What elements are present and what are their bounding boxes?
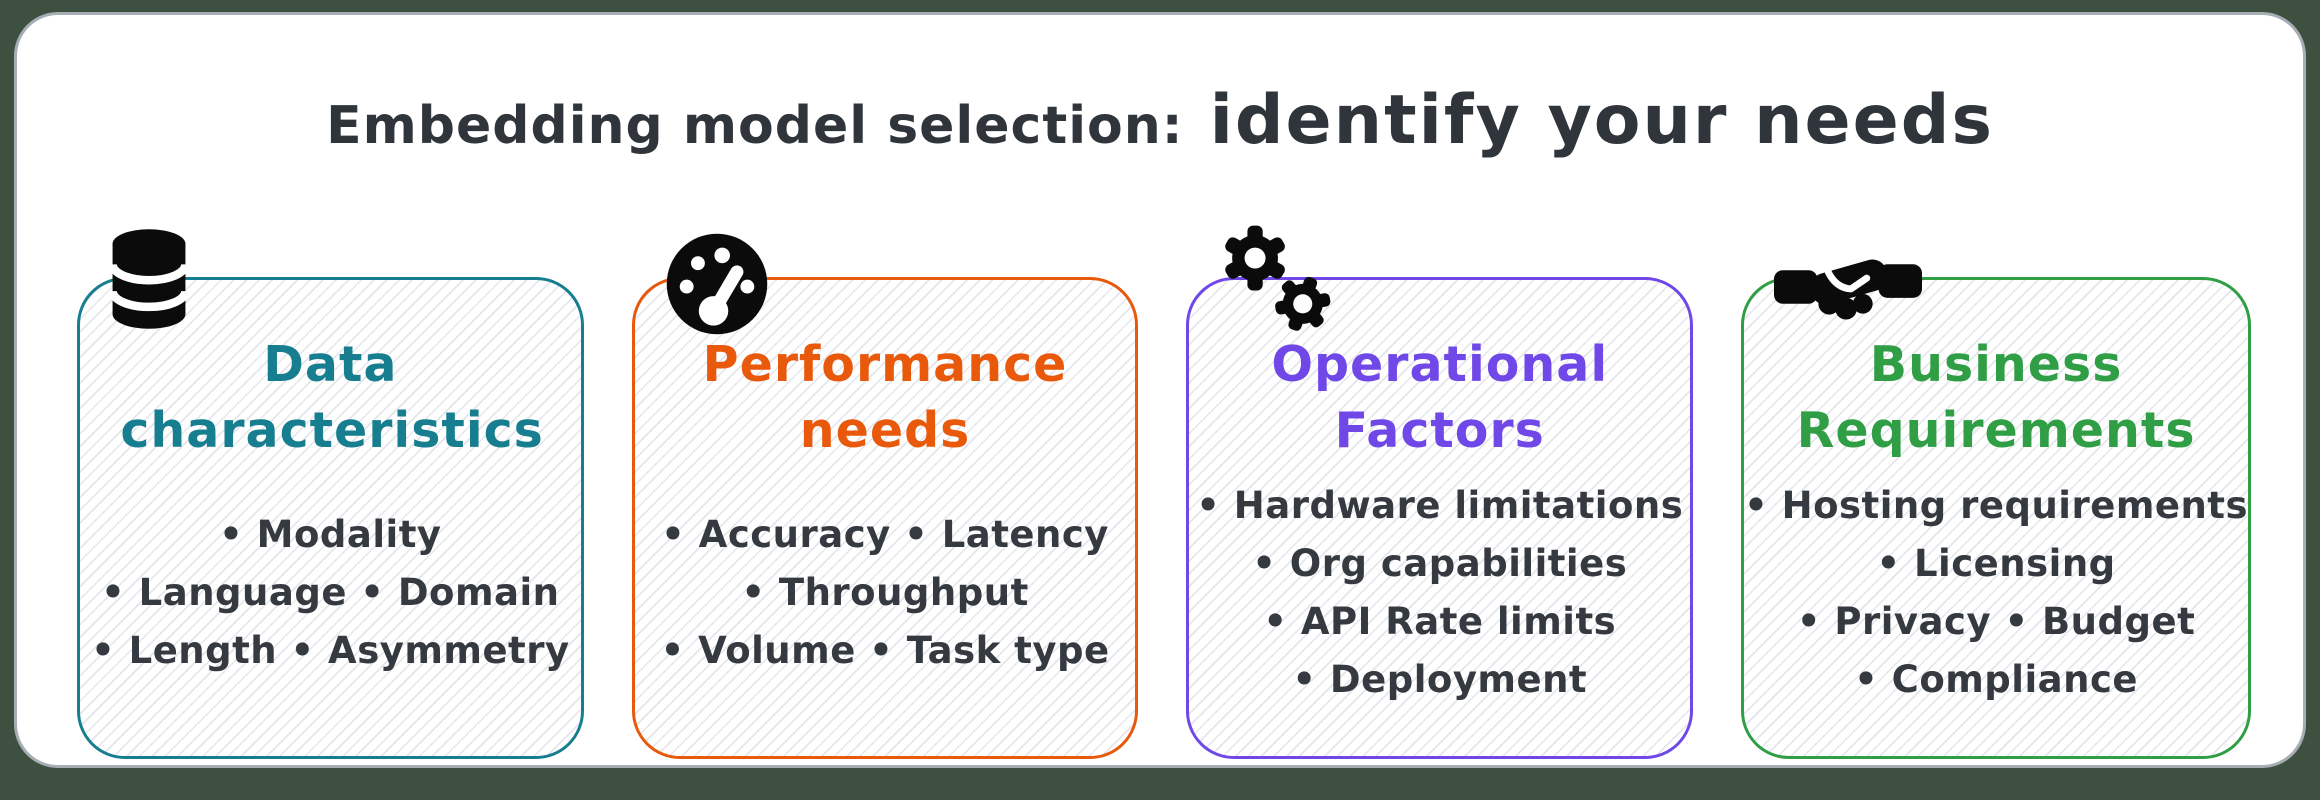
bullet-line: • Language • Domain	[101, 571, 560, 615]
bullet-line: • Modality	[219, 512, 442, 556]
card-title: Data characteristics	[120, 336, 544, 460]
bullet-line: • Volume • Task type	[660, 629, 1110, 673]
card-title: Business Requirements	[1796, 336, 2196, 460]
bullet-line: • Compliance	[1854, 658, 2138, 702]
bullet-line: • Deployment	[1292, 658, 1588, 702]
bullet-line: • Org capabilities	[1252, 541, 1628, 585]
card-bullet-list: • Hardware limitations • Org capabilities…	[1196, 464, 1683, 756]
business-requirements-box: Business Requirements • Hosting requirem…	[1741, 259, 2252, 759]
card-title: Performance needs	[702, 336, 1068, 460]
performance-needs-box: Performance needs • Accuracy • Latency• …	[631, 233, 1139, 759]
canvas-card: Embedding model selection: identify your…	[14, 12, 2306, 768]
bullet-line: • Privacy • Budget	[1796, 600, 2196, 644]
handshake-icon	[1774, 240, 1923, 334]
card-title: Operational Factors	[1271, 336, 1609, 460]
bullet-line: • Hosting requirements	[1744, 483, 2249, 527]
data-characteristics-box: Data characteristics • Modality • Languag…	[77, 229, 584, 759]
card-bullet-list: • Modality • Language • Domain • Length • …	[91, 464, 570, 756]
database-icon	[108, 228, 190, 334]
bullet-line: • Length • Asymmetry	[91, 629, 570, 673]
diagram-title: Embedding model selection: identify your…	[17, 81, 2303, 160]
card-bullet-list: • Hosting requirements • Licensing • Priva…	[1744, 464, 2248, 756]
title-emphasis: identify your needs	[1209, 81, 1994, 160]
operational-factors-box: Operational Factors • Hardware limitatio…	[1186, 225, 1694, 759]
card-bullet-list: • Accuracy • Latency • Throughput • Volume…	[661, 464, 1110, 756]
needs-boxes-row: Data characteristics • Modality • Languag…	[77, 225, 2252, 759]
speedometer-icon	[665, 232, 769, 340]
bullet-line: • Licensing	[1876, 541, 2116, 585]
bullet-line: • Accuracy • Latency	[661, 512, 1109, 556]
title-prefix: Embedding model selection:	[326, 96, 1184, 156]
gears-icon	[1215, 218, 1339, 346]
bullet-line: • Hardware limitations	[1196, 483, 1684, 527]
bullet-line: • API Rate limits	[1263, 600, 1617, 644]
bullet-line: • Throughput	[741, 571, 1029, 615]
